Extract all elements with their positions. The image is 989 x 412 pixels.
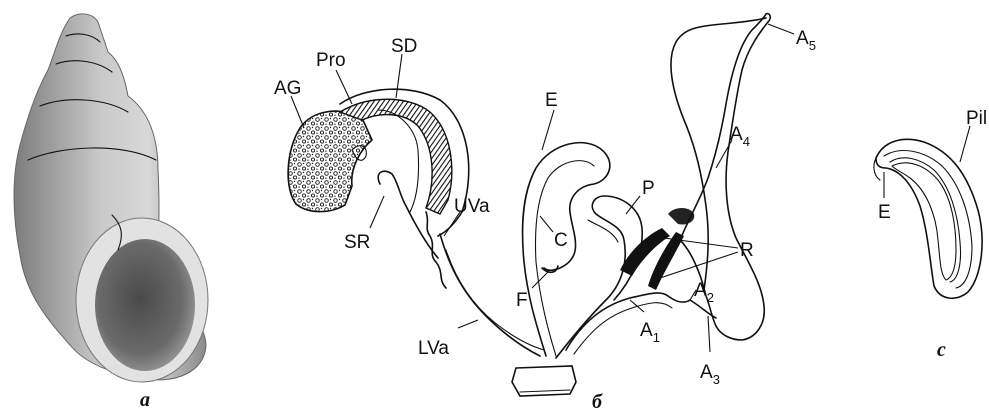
label-UVa: UVa	[454, 196, 490, 217]
albumen-gland	[288, 111, 372, 211]
caption-a: a	[140, 389, 150, 411]
caption-c: c	[937, 339, 946, 361]
reproductive-system-diagram	[288, 14, 770, 396]
label-R: R	[740, 240, 754, 261]
label-A1: A1	[640, 320, 660, 345]
label-P: P	[642, 178, 655, 199]
upper-vagina	[426, 212, 446, 288]
caption-b: б	[592, 391, 603, 412]
label-E-c: E	[878, 202, 891, 223]
label-A4: A4	[730, 124, 750, 149]
seminal-receptacle	[378, 171, 438, 258]
label-AG: AG	[274, 78, 301, 99]
label-SR: SR	[344, 232, 370, 253]
label-E: E	[545, 90, 558, 111]
label-C: C	[554, 230, 568, 251]
shell-photo	[14, 14, 208, 382]
label-F: F	[516, 290, 528, 311]
label-A3: A3	[700, 362, 720, 387]
label-SD: SD	[391, 36, 417, 57]
label-Pro: Pro	[316, 50, 346, 71]
label-A2: A2	[694, 280, 714, 305]
label-Pil: Pil	[966, 108, 987, 129]
penis	[556, 196, 642, 358]
accessory-duct	[566, 293, 690, 350]
label-A5: A5	[796, 28, 816, 53]
label-LVa: LVa	[418, 338, 449, 359]
